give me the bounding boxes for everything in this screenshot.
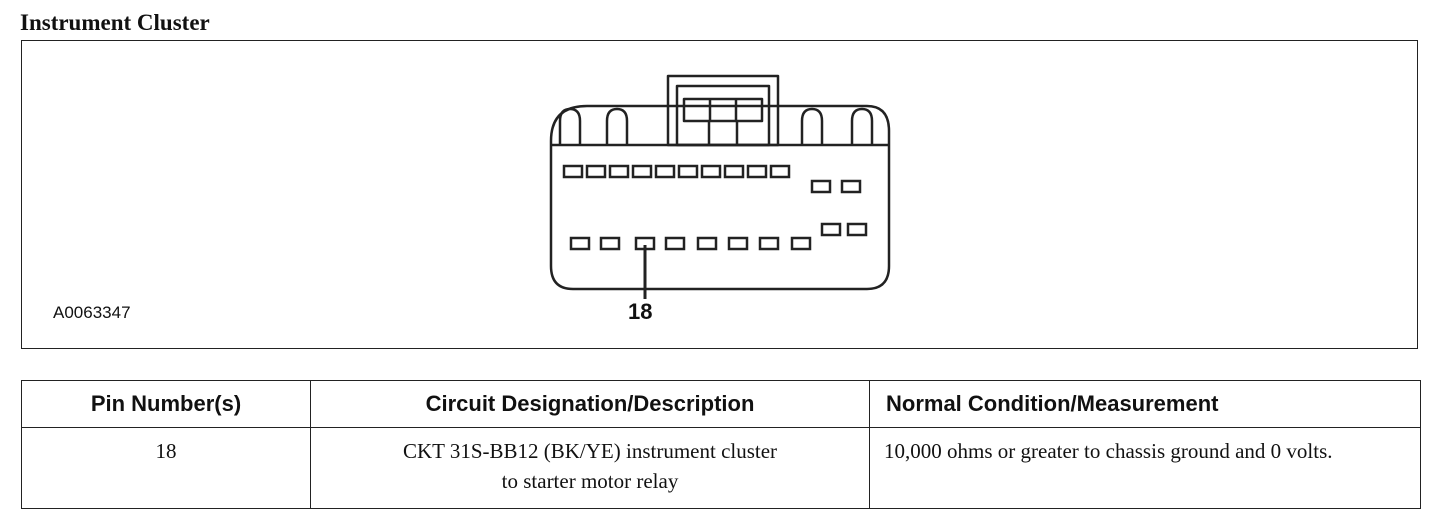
pin-cavity (840, 179, 862, 194)
pin-cavity (664, 236, 686, 251)
pin-cavity (790, 236, 812, 251)
pin-cavity (696, 236, 718, 251)
section-title: Instrument Cluster (20, 10, 210, 35)
key-arch (558, 107, 582, 145)
header-condition: Normal Condition/Measurement (869, 380, 1421, 428)
pin-cavity (758, 236, 780, 251)
table-header-row: Pin Number(s) Circuit Designation/Descri… (21, 380, 1421, 428)
cell-circuit: CKT 31S-BB12 (BK/YE) instrument cluster … (310, 427, 870, 509)
cell-pin: 18 (21, 427, 311, 509)
pin-cavity (654, 164, 676, 179)
pin-cavity (769, 164, 791, 179)
pin-cavity (820, 222, 842, 237)
pin-cavity (608, 164, 630, 179)
pin-cavity (599, 236, 621, 251)
cell-condition: 10,000 ohms or greater to chassis ground… (869, 427, 1421, 509)
pin-cavity (700, 164, 722, 179)
table-row: 18 CKT 31S-BB12 (BK/YE) instrument clust… (21, 427, 1421, 509)
pin-cavity (846, 222, 868, 237)
locking-latch (682, 97, 764, 123)
header-circuit: Circuit Designation/Description (310, 380, 870, 428)
cell-circuit-line1: CKT 31S-BB12 (BK/YE) instrument cluster (402, 439, 778, 463)
connector-housing (549, 104, 891, 291)
pin-cavity (723, 164, 745, 179)
pin-cavity (727, 236, 749, 251)
pin-cavity (569, 236, 591, 251)
pin-cavity (677, 164, 699, 179)
key-arch (605, 107, 629, 145)
key-arch (800, 107, 824, 145)
key-arch (850, 107, 874, 145)
pin-cavity (562, 164, 584, 179)
header-pin-number: Pin Number(s) (21, 380, 311, 428)
pin-cavity (585, 164, 607, 179)
connector-face-drawing (549, 74, 891, 299)
pin-cavity (746, 164, 768, 179)
pin-table: Pin Number(s) Circuit Designation/Descri… (21, 380, 1421, 509)
connector-diagram: A0063347 18 (21, 40, 1418, 349)
pin-cavity (631, 164, 653, 179)
pin-callout-label: 18 (628, 299, 653, 324)
locking-tab-inner (675, 84, 771, 147)
pin-cavity (810, 179, 832, 194)
cell-circuit-line2: to starter motor relay (501, 469, 679, 493)
figure-id: A0063347 (53, 303, 131, 322)
